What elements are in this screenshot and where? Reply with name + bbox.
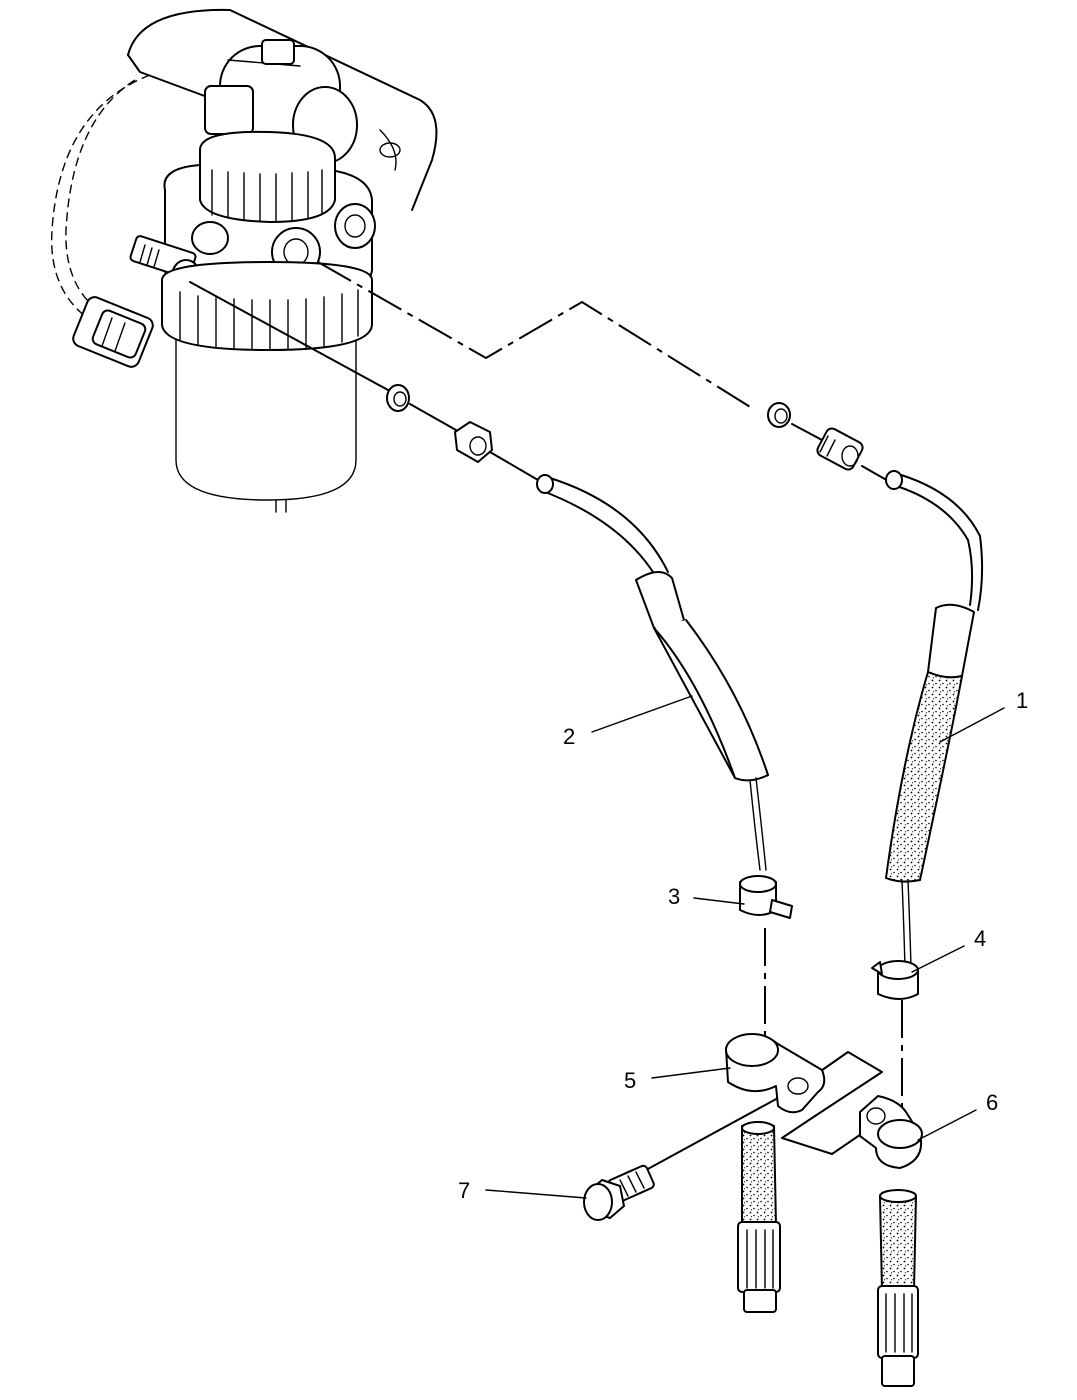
leader-6: [917, 1109, 977, 1141]
assembly-lines: [189, 261, 903, 1171]
callout-6: 6: [986, 1090, 998, 1115]
callout-labels: 1 2 3 4 5 6 7: [458, 688, 1028, 1203]
lower-hose-left: [737, 1121, 781, 1313]
clip-4: [871, 960, 919, 1000]
leader-1: [939, 707, 1005, 743]
callout-7: 7: [458, 1178, 470, 1203]
callout-1: 1: [1016, 688, 1028, 713]
filter-collar: [161, 261, 373, 351]
hose-2-assembly: [536, 474, 769, 871]
leader-7: [485, 1189, 587, 1199]
wiring-harness: [50, 74, 151, 321]
bolt-7: [583, 1164, 655, 1221]
fuel-filter-assembly: [50, 8, 438, 513]
callout-2: 2: [563, 724, 575, 749]
callout-4: 4: [974, 926, 986, 951]
callout-3: 3: [668, 884, 680, 909]
hose-1-assembly: [884, 470, 984, 969]
leader-4: [911, 945, 965, 973]
filter-canister: [175, 339, 357, 513]
connector-fitting-right: [816, 427, 864, 471]
ferrule-left: [386, 384, 410, 412]
lower-hose-right: [877, 1189, 919, 1387]
leader-lines: [485, 695, 1005, 1199]
clamp-5: [725, 1033, 826, 1114]
mounting-bracket: [127, 8, 438, 211]
leader-3: [693, 897, 745, 905]
electrical-connector: [72, 296, 154, 368]
ferrule-right: [767, 402, 791, 428]
callout-5: 5: [624, 1068, 636, 1093]
leader-5: [651, 1067, 731, 1079]
clamp-6: [859, 1095, 923, 1169]
nut-left: [454, 421, 493, 463]
leader-2: [591, 695, 693, 733]
filter-head: [163, 130, 376, 293]
clip-3: [739, 875, 793, 919]
